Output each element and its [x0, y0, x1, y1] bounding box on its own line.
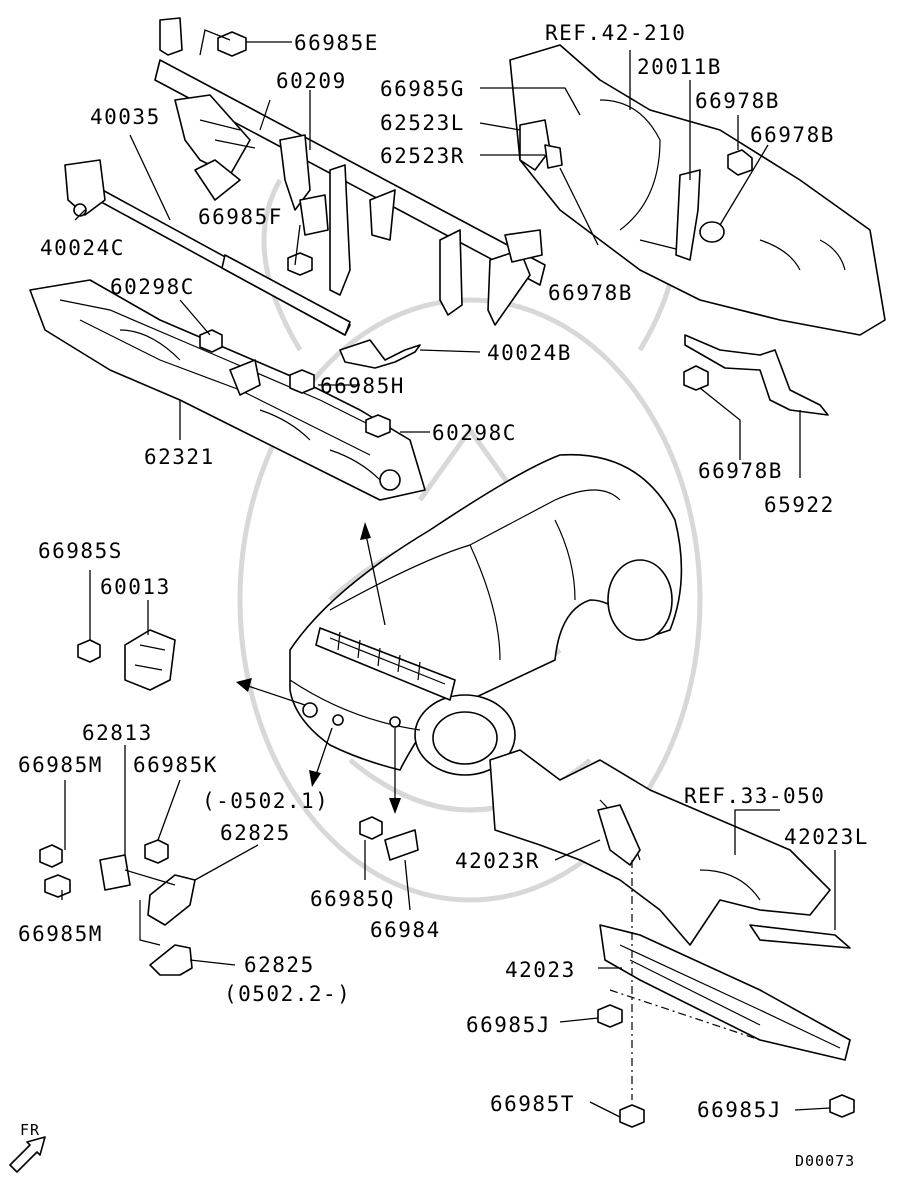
label-66985G: 66985G — [380, 77, 465, 101]
label-66985H: 66985H — [320, 374, 405, 398]
label-20011B: 20011B — [637, 55, 722, 79]
label-62523R: 62523R — [380, 144, 465, 168]
label-60298C-2: 60298C — [432, 421, 517, 445]
label-66985T: 66985T — [490, 1092, 575, 1116]
label-62321: 62321 — [144, 445, 215, 469]
label-66985M-2: 66985M — [18, 922, 103, 946]
label-66978B-4: 66978B — [698, 459, 783, 483]
label-65922: 65922 — [764, 493, 835, 517]
front-direction-arrow — [9, 1136, 46, 1173]
label-ref-33-050: REF.33-050 — [684, 784, 825, 808]
steering-support-member — [154, 17, 546, 326]
label-66984: 66984 — [370, 918, 441, 942]
front-crossmember — [489, 749, 851, 949]
label-42023: 42023 — [505, 958, 576, 982]
label-66978B-3: 66978B — [548, 281, 633, 305]
bracket-40024B — [339, 339, 421, 369]
bracket-66984 — [359, 816, 419, 861]
label-66985E: 66985E — [294, 31, 379, 55]
label-62825-2: 62825 — [244, 953, 315, 977]
part-labels: 66985E REF.42-210 60209 20011B 66985G 66… — [18, 21, 869, 1170]
label-66978B-2: 66978B — [750, 123, 835, 147]
label-66985Q: 66985Q — [310, 887, 395, 911]
dash-panel — [509, 44, 886, 336]
label-60298C-1: 60298C — [110, 275, 195, 299]
label-66985F: 66985F — [198, 205, 283, 229]
label-62523L: 62523L — [380, 111, 465, 135]
label-40024B: 40024B — [487, 341, 572, 365]
label-40024C: 40024C — [40, 236, 125, 260]
label-ref-42-210: REF.42-210 — [545, 21, 686, 45]
callout-arrows — [236, 522, 401, 814]
label-60013: 60013 — [100, 575, 171, 599]
label-date-from: (0502.2-) — [224, 982, 351, 1006]
label-62825-1: 62825 — [220, 821, 291, 845]
car-body — [289, 453, 683, 776]
radiator-support-upper — [29, 279, 426, 501]
label-42023R: 42023R — [455, 849, 540, 873]
label-66985M-1: 66985M — [18, 753, 103, 777]
label-42023L: 42023L — [784, 825, 869, 849]
label-date-until: (-0502.1) — [202, 789, 329, 813]
brace-65922 — [683, 334, 829, 416]
front-strut-bar — [64, 159, 351, 336]
horn-60013 — [77, 629, 176, 691]
diagram-code: D00073 — [795, 1152, 855, 1170]
label-40035: 40035 — [90, 105, 161, 129]
label-fr: FR — [20, 1121, 40, 1139]
lower-stiffener — [597, 860, 855, 1128]
label-66978B-1: 66978B — [695, 89, 780, 113]
leader-lines — [61, 29, 836, 1118]
label-62813: 62813 — [82, 721, 153, 745]
label-66985K: 66985K — [133, 753, 218, 777]
label-66985J-2: 66985J — [697, 1098, 782, 1122]
brackets-62825 — [39, 839, 196, 976]
label-66985J-1: 66985J — [466, 1013, 551, 1037]
label-66985S: 66985S — [38, 539, 123, 563]
label-60209: 60209 — [276, 69, 347, 93]
